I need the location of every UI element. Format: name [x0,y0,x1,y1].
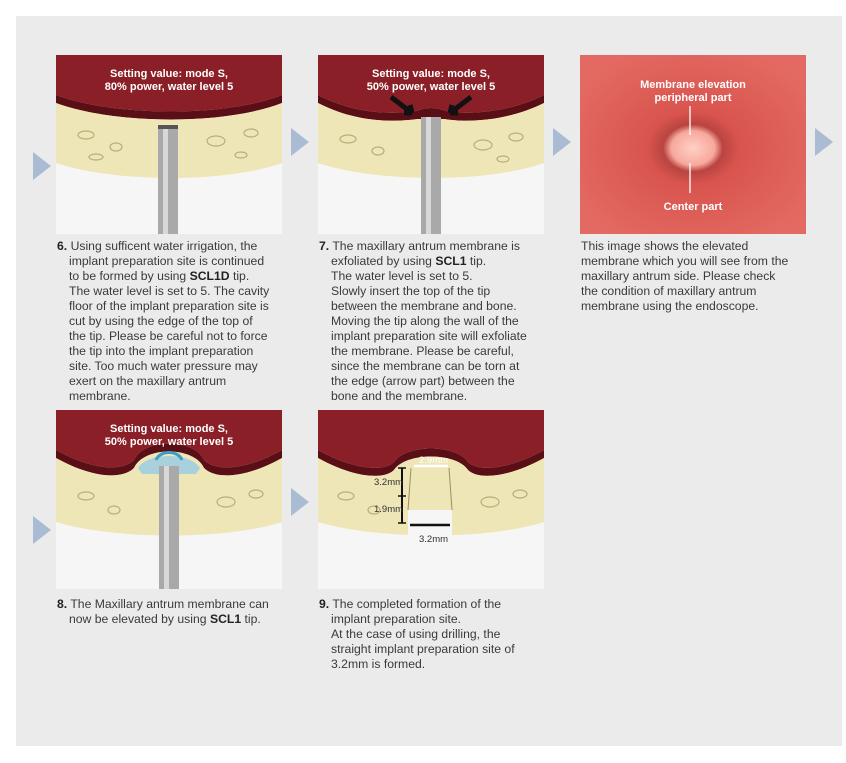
step-7-figure: Setting value: mode S, 50% power, water … [318,55,544,234]
setting-line: 80% power, water level 5 [56,81,282,94]
caption-line: implant preparation site will exfoliate [319,329,549,344]
caption-line: membrane which you will see from the [581,254,811,269]
caption-line: floor of the implant preparation site is [57,299,287,314]
caption-line: Moving the tip along the wall of the [319,314,549,329]
caption-line: implant preparation site. [319,612,549,627]
step-6-caption: 6. Using sufficent water irrigation, the… [57,239,287,404]
caption-line: the edge (arrow part) between the [319,374,549,389]
arrow-right-icon [291,488,309,516]
caption-line: bone and the membrane. [319,389,549,404]
step-number: 9. [319,597,329,611]
caption-line: At the case of using drilling, the [319,627,549,642]
setting-line: Setting value: mode S, [56,423,282,436]
tip-name: SCL1 [435,254,466,268]
caption-line: now be elevated by using SCL1 tip. [57,612,287,627]
step-9-figure: 2.9mm 3.2mm 1.9mm 3.2mm [318,410,544,589]
endoscope-figure: Membrane elevation peripheral part Cente… [580,55,806,234]
setting-line: 50% power, water level 5 [56,436,282,449]
caption-line: cut by using the edge of the top of [57,314,287,329]
caption-line: straight implant preparation site of [319,642,549,657]
step-number: 7. [319,239,329,253]
step-number: 6. [57,239,67,253]
dimension-top: 2.9mm [419,455,448,466]
dimension-bottom: 3.2mm [419,534,448,545]
caption-line: membrane. [57,389,287,404]
dimension-upper: 3.2mm [374,477,403,488]
caption-line: The water level is set to 5. The cavity [57,284,287,299]
step-8-figure: Setting value: mode S, 50% power, water … [56,410,282,589]
arrow-right-icon [33,516,51,544]
caption-line: exfoliated by using SCL1 tip. [319,254,549,269]
arrow-right-icon [553,128,571,156]
label-center: Center part [580,201,806,214]
caption-line: the membrane. Please be careful, [319,344,549,359]
caption-line: maxillary antrum side. Please check [581,269,811,284]
arrow-right-icon [291,128,309,156]
caption-line: The maxillary antrum membrane is [332,239,520,253]
dimension-lower: 1.9mm [374,504,403,515]
caption-line: Slowly insert the top of the tip [319,284,549,299]
figure-panel: Setting value: mode S, 80% power, water … [16,16,842,746]
setting-line: 50% power, water level 5 [318,81,544,94]
tip-name: SCL1 [210,612,241,626]
caption-line: site. Too much water pressure may [57,359,287,374]
caption-line: the condition of maxillary antrum [581,284,811,299]
caption-line: Using sufficent water irrigation, the [71,239,258,253]
caption-line: to be formed by using SCL1D tip. [57,269,287,284]
caption-line: The water level is set to 5. [319,269,549,284]
caption-line: 3.2mm is formed. [319,657,549,672]
setting-line: Setting value: mode S, [318,68,544,81]
caption-line: membrane using the endoscope. [581,299,811,314]
caption-line: This image shows the elevated [581,239,748,253]
arrow-right-icon [33,152,51,180]
step-6-figure: Setting value: mode S, 80% power, water … [56,55,282,234]
caption-line: The Maxillary antrum membrane can [70,597,268,611]
setting-line: Setting value: mode S, [56,68,282,81]
caption-line: implant preparation site is continued [57,254,287,269]
arrow-right-icon [815,128,833,156]
tip-name: SCL1D [190,269,230,283]
caption-line: the tip. Please be careful not to force [57,329,287,344]
caption-line: between the membrane and bone. [319,299,549,314]
label-peripheral: Membrane elevation [580,79,806,92]
caption-line: exert on the maxillary antrum [57,374,287,389]
label-peripheral: peripheral part [580,92,806,105]
caption-line: the tip into the implant preparation [57,344,287,359]
caption-line: The completed formation of the [332,597,501,611]
caption-line: since the membrane can be torn at [319,359,549,374]
step-number: 8. [57,597,67,611]
